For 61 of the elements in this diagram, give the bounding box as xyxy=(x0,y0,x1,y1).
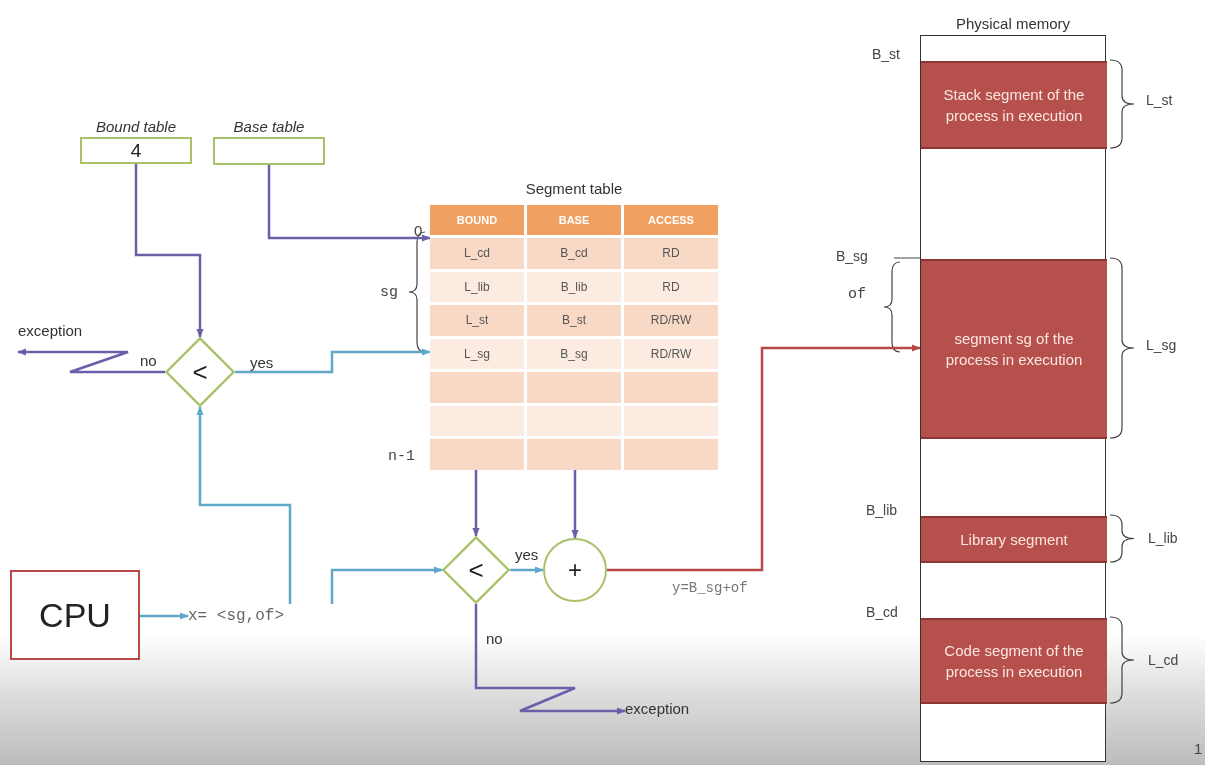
index-label: L_cd xyxy=(1148,652,1179,668)
index-label: B_cd xyxy=(866,604,898,620)
memory-title: Physical memory xyxy=(955,15,1071,32)
index-label: n-1 xyxy=(388,448,415,465)
arrow xyxy=(330,566,443,604)
cpu-box: CPU xyxy=(10,570,140,660)
table-title: Segment table xyxy=(525,180,623,197)
arrow xyxy=(510,566,544,574)
box-heading: Base table xyxy=(233,118,305,135)
index-label: L_lib xyxy=(1148,530,1178,546)
edge-label: yes xyxy=(250,354,274,371)
table-cell: RD/RW xyxy=(624,338,718,370)
memory-segment: Library segment xyxy=(921,516,1107,563)
arrow xyxy=(571,470,579,539)
index-label: B_sg xyxy=(836,248,868,264)
table-cell: RD/RW xyxy=(624,305,718,336)
decision-diamond: < xyxy=(442,536,510,604)
index-label: sg xyxy=(380,284,398,301)
edge-label: y=B_sg+of xyxy=(672,580,748,596)
table-cell: L_st xyxy=(430,305,524,336)
table-cell: RD xyxy=(624,238,718,269)
arrow xyxy=(235,348,431,374)
table-cell: L_sg xyxy=(430,338,524,370)
arrow xyxy=(17,348,165,374)
arrow xyxy=(607,344,921,572)
arrow xyxy=(472,470,480,537)
table-cell: B_lib xyxy=(527,271,621,303)
table-cell: B_cd xyxy=(527,238,621,269)
memory-segment: Code segment of the process in execution xyxy=(921,618,1107,704)
arrow xyxy=(140,612,189,620)
index-label: B_st xyxy=(872,46,900,62)
column-header: BASE xyxy=(527,205,621,235)
edge-label: no xyxy=(486,630,503,647)
arrow xyxy=(196,406,292,604)
index-label: L_st xyxy=(1146,92,1173,108)
index-label: B_lib xyxy=(866,502,898,518)
arrow xyxy=(267,165,431,242)
column-header: ACCESS xyxy=(624,205,718,235)
table-cell: L_lib xyxy=(430,271,524,303)
exception-text: exception xyxy=(625,700,720,722)
edge-label: yes xyxy=(515,546,539,563)
arrow xyxy=(474,604,626,715)
index-label: L_sg xyxy=(1146,337,1177,353)
table-cell: L_cd xyxy=(430,238,524,269)
column-header: BOUND xyxy=(430,205,524,235)
table-cell: B_st xyxy=(527,305,621,336)
table-cell: RD xyxy=(624,271,718,303)
index-label: 0 xyxy=(414,222,423,239)
table-cell: B_sg xyxy=(527,338,621,370)
adder-circle: + xyxy=(543,538,607,602)
edge-label: no xyxy=(140,352,157,369)
decision-diamond: < xyxy=(165,337,235,407)
memory-segment: Stack segment of the process in execution xyxy=(921,61,1107,149)
index-label: of xyxy=(848,286,866,303)
box-heading: Bound table xyxy=(95,118,177,135)
register-value: 4 xyxy=(130,139,142,162)
index-label: 1 xyxy=(1194,740,1203,757)
arrow xyxy=(134,164,204,338)
address-text: x= <sg,of> xyxy=(188,604,366,628)
exception-text: exception xyxy=(18,322,108,354)
memory-segment: segment sg of the process in execution xyxy=(921,259,1107,439)
